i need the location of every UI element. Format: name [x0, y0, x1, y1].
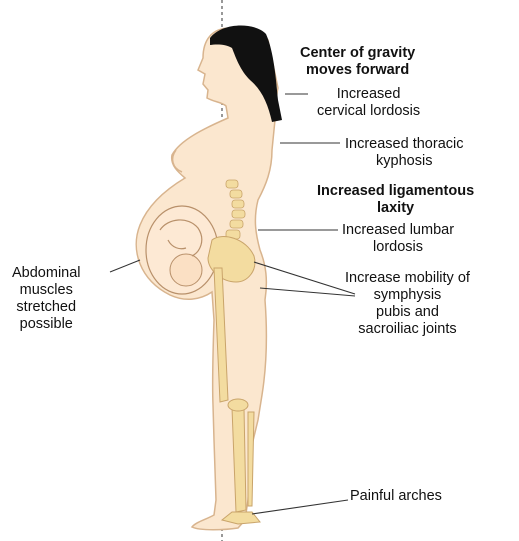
label-line: Painful arches	[350, 488, 442, 505]
label-line: stretched	[12, 299, 81, 316]
fetus-head	[170, 254, 202, 286]
label-line: Increased	[317, 86, 420, 103]
label-line: Increased thoracic	[345, 136, 463, 153]
label-line: kyphosis	[345, 153, 463, 170]
joint-mobility-label: Increase mobility of symphysis pubis and…	[345, 270, 470, 338]
label-line: Center of gravity	[300, 45, 415, 62]
label-line: cervical lordosis	[317, 103, 420, 120]
label-line: Increase mobility of	[345, 270, 470, 287]
painful-arches-label: Painful arches	[350, 488, 442, 505]
thoracic-kyphosis-label: Increased thoracic kyphosis	[345, 136, 463, 170]
label-line: lordosis	[342, 239, 454, 256]
label-line: Increased ligamentous	[317, 183, 474, 200]
fibula	[248, 412, 254, 506]
label-line: symphysis	[345, 287, 470, 304]
label-line: Abdominal	[12, 265, 81, 282]
label-line: laxity	[317, 200, 474, 217]
ligamentous-laxity-label: Increased ligamentous laxity	[317, 183, 474, 217]
lumbar-lordosis-label: Increased lumbar lordosis	[342, 222, 454, 256]
label-line: sacroiliac joints	[345, 321, 470, 338]
label-line: Increased lumbar	[342, 222, 454, 239]
cervical-lordosis-label: Increased cervical lordosis	[317, 86, 420, 120]
label-line: muscles	[12, 282, 81, 299]
label-line: pubis and	[345, 304, 470, 321]
center-of-gravity-label: Center of gravity moves forward	[300, 45, 415, 79]
abdominal-muscles-label: Abdominal muscles stretched possible	[12, 265, 81, 333]
label-line: moves forward	[300, 62, 415, 79]
label-line: possible	[12, 316, 81, 333]
knee	[228, 399, 248, 411]
